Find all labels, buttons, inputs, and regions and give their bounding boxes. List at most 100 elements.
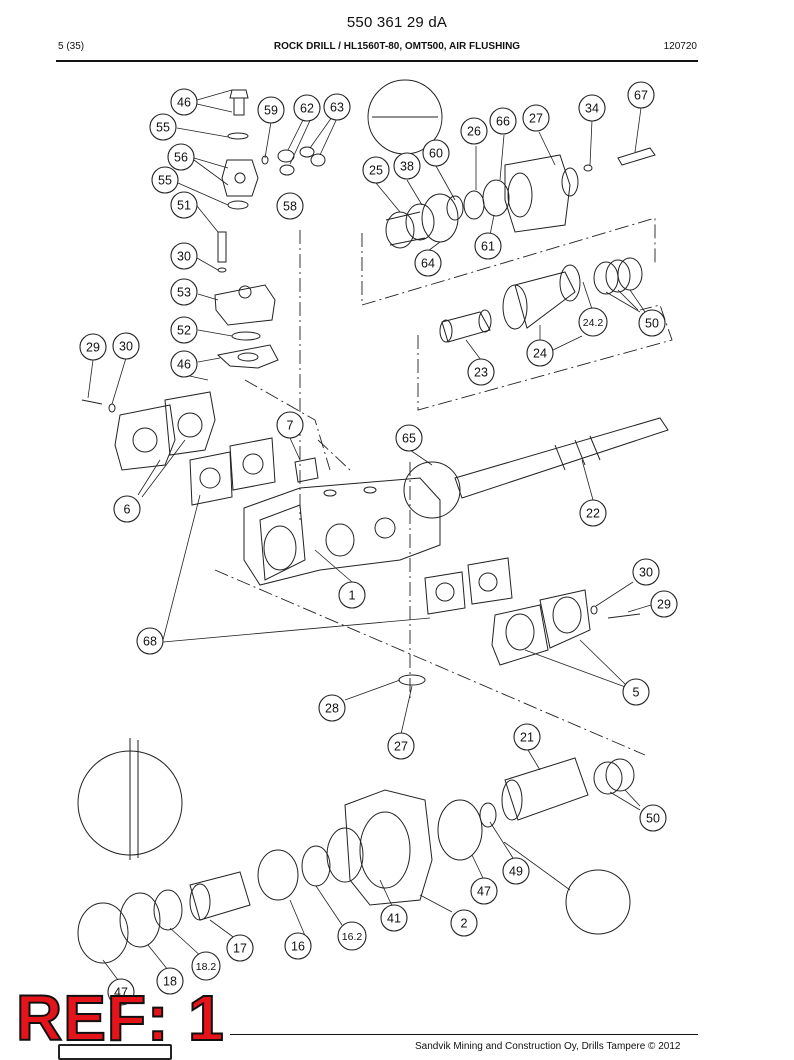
svg-text:61: 61 — [481, 240, 495, 254]
shank-adapter — [403, 417, 669, 519]
callout-56: 56 — [167, 143, 195, 171]
svg-text:24: 24 — [533, 347, 547, 361]
callout-21: 21 — [513, 723, 541, 751]
page-title: ROCK DRILL / HL1560T-80, OMT500, AIR FLU… — [273, 41, 521, 52]
callout-54: 46 — [170, 88, 198, 116]
document-number: 550 361 29 dA — [346, 14, 448, 31]
callout-51: 51 — [170, 191, 198, 219]
svg-text:7: 7 — [287, 419, 294, 433]
callout-28: 27 — [387, 732, 415, 760]
svg-text:53: 53 — [177, 286, 191, 300]
callout-31b: 30 — [112, 332, 140, 360]
svg-text:26: 26 — [467, 125, 481, 139]
svg-text:52: 52 — [177, 324, 191, 338]
callout-labels: 46 55 56 55 51 30 53 52 46 59 62 63 58 2… — [79, 81, 678, 1006]
callout-64: 64 — [414, 249, 442, 277]
callout-25: 25 — [362, 156, 390, 184]
side-housing-right — [398, 557, 641, 686]
svg-text:30: 30 — [119, 340, 133, 354]
callout-31c: 30 — [632, 558, 660, 586]
callout-68: 68 — [136, 627, 164, 655]
footer-copyright: Sandvik Mining and Construction Oy, Dril… — [415, 1041, 681, 1052]
svg-text:41: 41 — [387, 912, 401, 926]
svg-text:47: 47 — [477, 885, 491, 899]
svg-text:47: 47 — [114, 986, 128, 1000]
svg-text:23: 23 — [474, 366, 488, 380]
svg-text:62: 62 — [300, 102, 314, 116]
svg-text:18.2: 18.2 — [196, 961, 217, 973]
callout-58: 58 — [276, 192, 304, 220]
callout-27: 27 — [522, 104, 550, 132]
svg-text:22: 22 — [586, 507, 600, 521]
callout-24-2: 24.2 — [578, 307, 608, 337]
sandvik-logo — [58, 1044, 172, 1060]
valve-parts-group — [214, 89, 326, 369]
svg-text:49: 49 — [509, 865, 523, 879]
callout-60: 60 — [422, 139, 450, 167]
callout-63: 63 — [323, 93, 351, 121]
svg-text:18: 18 — [163, 975, 177, 989]
ref-stamp: REF: 1 — [15, 982, 225, 1054]
callout-31a: 30 — [170, 242, 198, 270]
rear-assembly — [77, 738, 635, 964]
svg-text:16: 16 — [291, 940, 305, 954]
svg-text:29: 29 — [657, 598, 671, 612]
svg-text:28: 28 — [325, 702, 339, 716]
callout-47a: 47 — [470, 877, 498, 905]
svg-text:25: 25 — [369, 164, 383, 178]
svg-text:60: 60 — [429, 147, 443, 161]
side-housing-left — [81, 391, 276, 506]
callout-65: 65 — [395, 424, 423, 452]
callout-29: 28 — [318, 694, 346, 722]
callout-16-2: 16.2 — [337, 921, 367, 951]
svg-text:55: 55 — [158, 174, 172, 188]
callout-52: 52 — [170, 316, 198, 344]
callout-49: 49 — [502, 857, 530, 885]
svg-text:1: 1 — [349, 589, 356, 603]
footer-divider — [230, 1034, 698, 1036]
callout-22: 22 — [579, 499, 607, 527]
callout-18: 18 — [156, 967, 184, 995]
callout-50a: 50 — [638, 309, 666, 337]
callout-46: 46 — [170, 350, 198, 378]
callout-24: 24 — [526, 339, 554, 367]
callout-62: 62 — [293, 94, 321, 122]
svg-text:27: 27 — [394, 740, 408, 754]
svg-text:21: 21 — [520, 731, 534, 745]
callout-1: 1 — [338, 581, 366, 609]
callout-7: 7 — [276, 411, 304, 439]
callout-53: 53 — [170, 278, 198, 306]
svg-text:2: 2 — [461, 917, 468, 931]
header-divider — [56, 60, 698, 62]
svg-text:38: 38 — [400, 160, 414, 174]
svg-text:67: 67 — [634, 89, 648, 103]
svg-text:27: 27 — [529, 112, 543, 126]
callout-34: 34 — [578, 94, 606, 122]
callout-55b: 55 — [151, 166, 179, 194]
svg-text:29: 29 — [86, 341, 100, 355]
callout-55a: 55 — [149, 113, 177, 141]
callout-67: 67 — [627, 81, 655, 109]
callout-6: 6 — [113, 495, 141, 523]
callout-30b: 29 — [650, 590, 678, 618]
callout-47b: 47 — [107, 978, 135, 1006]
svg-text:6: 6 — [124, 503, 131, 517]
date-code: 120720 — [663, 41, 697, 52]
callout-38: 38 — [393, 152, 421, 180]
callout-26: 26 — [460, 117, 488, 145]
svg-text:58: 58 — [283, 200, 297, 214]
svg-text:63: 63 — [330, 101, 344, 115]
svg-text:50: 50 — [646, 812, 660, 826]
callout-66: 66 — [489, 107, 517, 135]
callout-59: 59 — [257, 96, 285, 124]
page-indicator: 5 (35) — [58, 41, 85, 52]
svg-text:17: 17 — [233, 942, 247, 956]
svg-text:55: 55 — [156, 121, 170, 135]
svg-text:5: 5 — [633, 686, 640, 700]
svg-text:34: 34 — [585, 102, 599, 116]
callout-17: 17 — [226, 934, 254, 962]
svg-text:64: 64 — [421, 257, 435, 271]
callout-23: 23 — [467, 358, 495, 386]
svg-text:56: 56 — [174, 151, 188, 165]
